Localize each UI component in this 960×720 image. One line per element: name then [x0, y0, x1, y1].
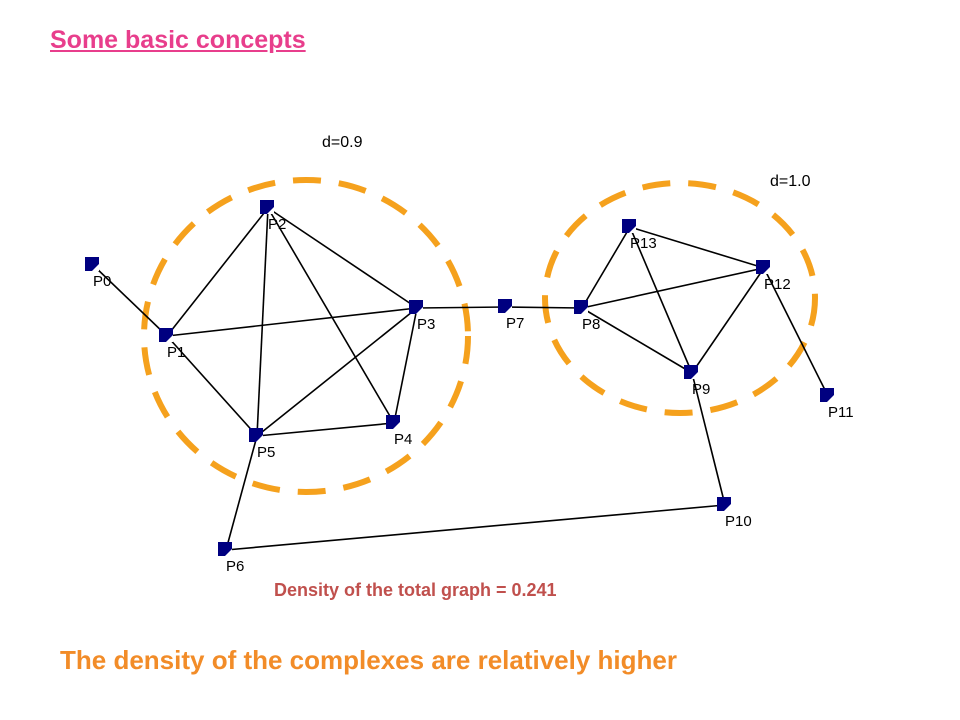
conclusion-text: The density of the complexes are relativ…	[60, 645, 677, 675]
node-notch-icon	[225, 549, 232, 556]
node-p4: P4	[386, 415, 412, 448]
edge-p3-p4	[393, 307, 418, 424]
node-label-p2: P2	[268, 216, 286, 233]
node-label-p5: P5	[257, 444, 275, 461]
node-label-p9: P9	[692, 381, 710, 398]
edge-p3-p5	[256, 307, 418, 437]
node-p12: P12	[756, 260, 791, 293]
edge-p8-p13	[581, 226, 631, 309]
right-complex-circle	[542, 180, 818, 416]
node-notch-icon	[505, 306, 512, 313]
edge-p0-p1	[92, 264, 168, 337]
left-complex-circle	[141, 177, 471, 495]
node-notch-icon	[691, 372, 698, 379]
node-notch-icon	[267, 207, 274, 214]
edge-p7-p8	[505, 306, 583, 309]
left-complex-density: d=0.9	[322, 134, 363, 151]
node-notch-icon	[416, 307, 423, 314]
node-p2: P2	[260, 200, 286, 233]
edge-p12-p11	[763, 267, 829, 397]
node-notch-icon	[256, 435, 263, 442]
node-p9: P9	[684, 365, 710, 398]
edge-p5-p6	[225, 435, 258, 551]
node-notch-icon	[393, 422, 400, 429]
node-p3: P3	[409, 300, 435, 333]
node-notch-icon	[724, 504, 731, 511]
edge-p1-p3	[166, 307, 418, 337]
node-notch-icon	[629, 226, 636, 233]
node-label-p4: P4	[394, 431, 412, 448]
node-p11: P11	[820, 388, 854, 421]
node-label-p8: P8	[582, 316, 600, 333]
node-notch-icon	[581, 307, 588, 314]
node-label-p3: P3	[417, 316, 435, 333]
edge-p12-p9	[691, 267, 765, 374]
edge-p2-p3	[267, 207, 418, 309]
node-p8: P8	[574, 300, 600, 333]
node-p1: P1	[159, 328, 185, 361]
edge-p2-p5	[256, 207, 269, 437]
node-p7: P7	[498, 299, 524, 332]
node-label-p0: P0	[93, 273, 111, 290]
edge-p8-p12	[581, 267, 765, 309]
node-label-p13: P13	[630, 235, 657, 252]
total-density-text: Density of the total graph = 0.241	[274, 580, 557, 600]
edge-p1-p2	[166, 207, 269, 337]
node-p5: P5	[249, 428, 275, 461]
edge-p4-p5	[256, 422, 395, 437]
edge-p13-p12	[629, 226, 765, 269]
node-label-p12: P12	[764, 276, 791, 293]
node-label-p7: P7	[506, 315, 524, 332]
edge-p9-p10	[691, 372, 726, 506]
edge-p13-p9	[629, 226, 693, 374]
node-notch-icon	[827, 395, 834, 402]
node-p6: P6	[218, 542, 244, 575]
node-notch-icon	[763, 267, 770, 274]
edge-p3-p7	[416, 306, 507, 309]
graph-edges	[92, 207, 829, 551]
edge-p8-p9	[581, 307, 693, 374]
right-complex-density: d=1.0	[770, 173, 811, 190]
node-label-p1: P1	[167, 344, 185, 361]
node-notch-icon	[92, 264, 99, 271]
edge-p6-p10	[225, 504, 726, 551]
node-p13: P13	[622, 219, 657, 252]
edge-p2-p4	[267, 207, 395, 424]
node-p10: P10	[717, 497, 752, 530]
node-label-p11: P11	[828, 404, 854, 421]
node-notch-icon	[166, 335, 173, 342]
node-label-p10: P10	[725, 513, 752, 530]
node-p0: P0	[85, 257, 111, 290]
node-label-p6: P6	[226, 558, 244, 575]
edge-p1-p5	[166, 335, 258, 437]
slide-title: Some basic concepts	[50, 26, 306, 54]
complex-circles	[141, 177, 818, 495]
